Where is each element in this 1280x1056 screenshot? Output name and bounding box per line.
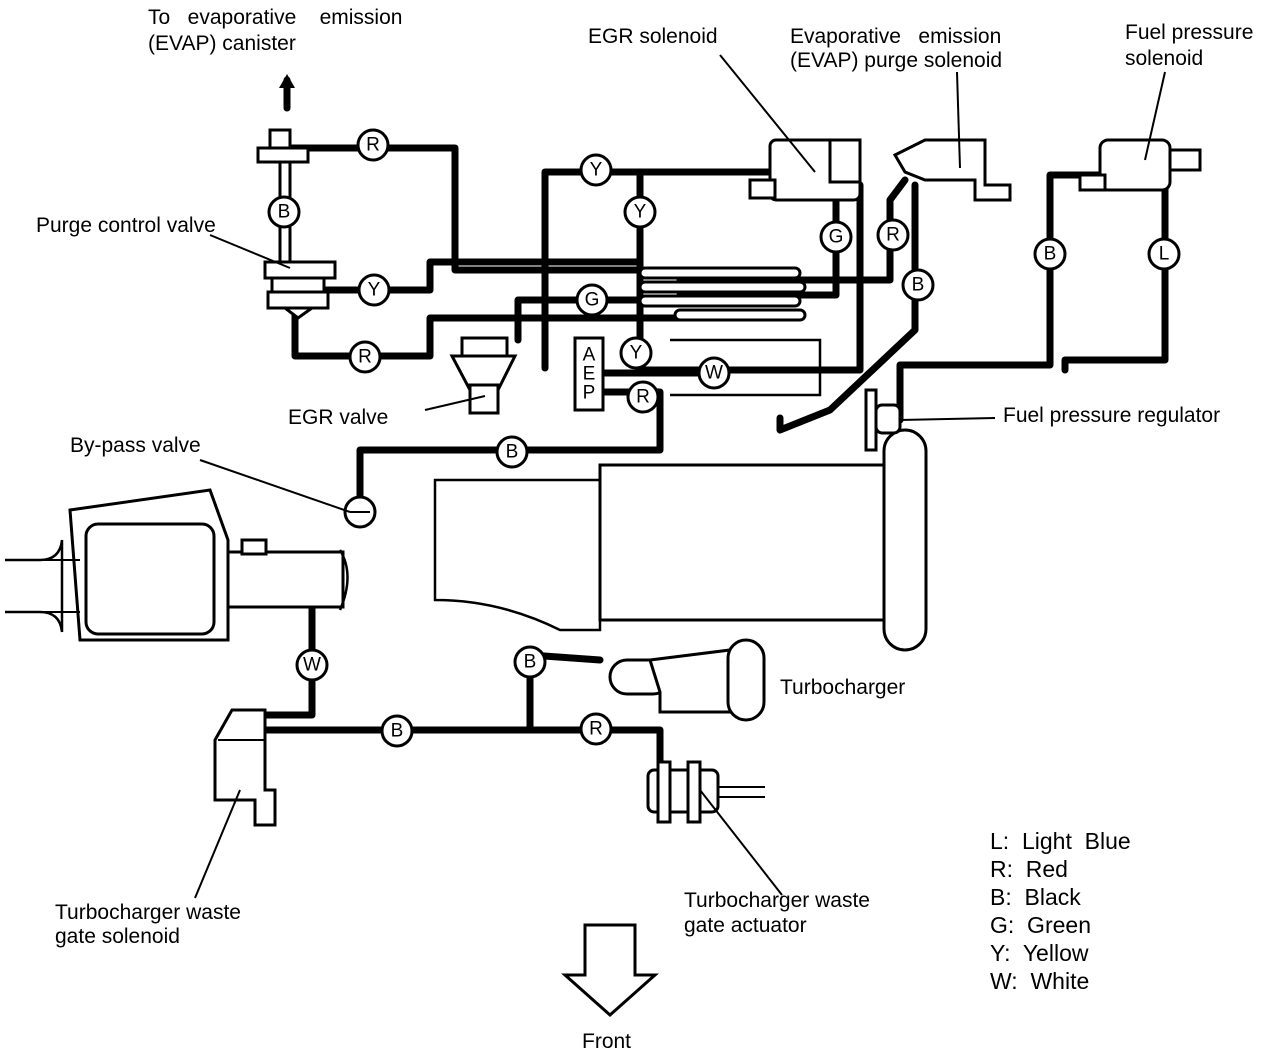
front-arrow — [561, 923, 659, 1018]
egr-valve — [449, 336, 518, 415]
tag-w1: W — [705, 363, 723, 384]
label-wastegate-actuator-1: Turbocharger waste — [684, 889, 870, 912]
label-fuel-press-sol-1: Fuel pressure — [1125, 21, 1253, 44]
legend-item: G: Green — [990, 912, 1091, 938]
tag-b5: B — [524, 652, 537, 673]
label-turbocharger: Turbocharger — [780, 676, 905, 699]
label-evap-purge-1: Evaporative emission — [790, 25, 1001, 48]
evap-purge-solenoid — [892, 138, 1012, 202]
label-to-evap-2: (EVAP) canister — [148, 32, 296, 55]
tag-y4: Y — [630, 343, 643, 364]
wastegate-solenoid — [213, 708, 277, 827]
tag-y2: Y — [590, 160, 603, 181]
intake-plenum — [433, 338, 928, 652]
tag-r3-circle — [876, 218, 910, 252]
label-wastegate-actuator-2: gate actuator — [684, 914, 807, 937]
air-intake — [5, 488, 349, 642]
tag-r1: R — [366, 135, 380, 156]
label-bypass-valve: By-pass valve — [70, 434, 201, 457]
tag-w2-circle — [295, 648, 329, 682]
tag-l1-circle — [1147, 237, 1181, 271]
tag-g1: G — [829, 227, 844, 248]
tag-g1-circle — [819, 220, 853, 254]
turbocharger — [608, 638, 766, 722]
component-labels: To evaporative emission (EVAP) canister … — [36, 6, 1253, 1053]
label-front: Front — [582, 1030, 631, 1053]
svg-text:P: P — [583, 383, 596, 404]
tag-b1-circle — [267, 195, 301, 229]
legend-item: L: Light Blue — [990, 828, 1131, 854]
wastegate-actuator — [646, 760, 765, 824]
tag-b6-circle — [380, 714, 414, 748]
label-purge-control-valve: Purge control valve — [36, 214, 216, 237]
tag-y1-circle — [357, 273, 391, 307]
tag-b6: B — [391, 721, 404, 742]
evap-arrow-head — [279, 74, 295, 88]
purge-control-valve — [256, 128, 337, 320]
tag-b5-circle — [513, 645, 547, 679]
label-egr-valve: EGR valve — [288, 406, 388, 429]
color-legend: L: Light Blue R: Red B: Black G: Green Y… — [990, 828, 1131, 994]
tag-y4-circle — [619, 336, 653, 370]
svg-text:E: E — [583, 364, 596, 385]
tag-r2-circle — [348, 340, 382, 374]
tag-w1-circle — [697, 356, 731, 390]
tag-r5: R — [589, 719, 603, 740]
legend-item: B: Black — [990, 884, 1081, 910]
tag-y3-circle — [623, 195, 657, 229]
tag-y2-circle — [579, 153, 613, 187]
hose-tags: R B Y R Y Y G G R B B L Y W R B W — [267, 128, 1181, 748]
tag-y3: Y — [634, 202, 647, 223]
label-to-evap-1: To evaporative emission — [148, 6, 402, 29]
label-wastegate-solenoid-1: Turbocharger waste — [55, 901, 241, 924]
tag-r5-circle — [579, 712, 613, 746]
fuel-pressure-solenoid — [1078, 138, 1202, 192]
tag-y1: Y — [368, 280, 381, 301]
tag-b4-circle — [495, 435, 529, 469]
tag-b1: B — [278, 202, 291, 223]
label-fuel-press-sol-2: solenoid — [1125, 47, 1203, 70]
tag-r4: R — [636, 387, 650, 408]
bypass-valve — [343, 495, 377, 529]
tag-r1-circle — [356, 128, 390, 162]
legend-item: R: Red — [990, 856, 1068, 882]
tag-r3: R — [886, 225, 900, 246]
legend-item: Y: Yellow — [990, 940, 1089, 966]
tag-b2: B — [912, 275, 925, 296]
label-wastegate-solenoid-2: gate solenoid — [55, 925, 180, 948]
tag-r4-circle — [626, 380, 660, 414]
hose-bundle — [638, 266, 807, 322]
tag-b3: B — [1044, 244, 1057, 265]
svg-text:A: A — [583, 345, 596, 366]
tag-g2-circle — [575, 283, 609, 317]
legend-item: W: White — [990, 968, 1089, 994]
label-fuel-pressure-regulator: Fuel pressure regulator — [1003, 404, 1220, 427]
tag-l1: L — [1159, 244, 1170, 265]
tag-b4: B — [506, 442, 519, 463]
tag-r2: R — [358, 347, 372, 368]
tag-g2: G — [585, 290, 600, 311]
tag-b2-circle — [901, 268, 935, 302]
egr-solenoid — [748, 138, 862, 202]
tag-w2: W — [303, 655, 321, 676]
label-evap-purge-2: (EVAP) purge solenoid — [790, 49, 1002, 72]
leader-lines — [194, 54, 1166, 899]
tag-b3-circle — [1033, 237, 1067, 271]
label-egr-solenoid: EGR solenoid — [588, 25, 718, 48]
aep-block: A E P — [573, 336, 605, 412]
